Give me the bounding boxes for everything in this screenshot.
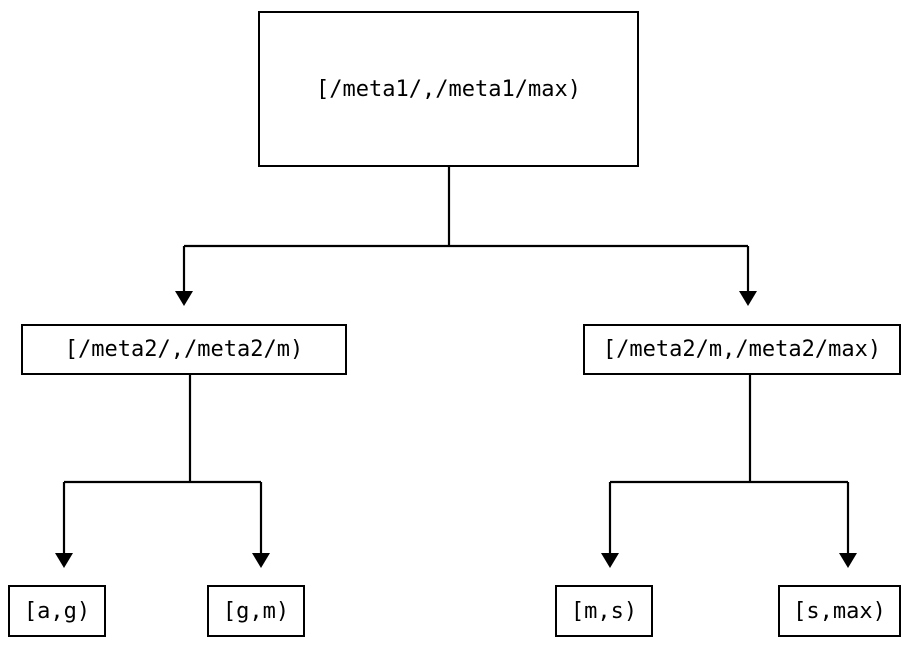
node-leaf-s-max[interactable]: [s,max) [778,585,901,637]
node-mid-left[interactable]: [/meta2/,/meta2/m) [21,324,347,375]
node-leaf-a-g-label: [a,g) [23,598,91,624]
arrow-head-leaf-3 [601,553,619,568]
node-leaf-m-s[interactable]: [m,s) [555,585,653,637]
node-leaf-g-m[interactable]: [g,m) [207,585,305,637]
node-mid-right[interactable]: [/meta2/m,/meta2/max) [583,324,901,375]
arrow-head-leaf-4 [839,553,857,568]
arrow-head-mid-right [739,291,757,306]
node-mid-right-label: [/meta2/m,/meta2/max) [602,337,882,362]
node-mid-left-label: [/meta2/,/meta2/m) [64,337,304,362]
node-root[interactable]: [/meta1/,/meta1/max) [258,11,639,167]
node-leaf-g-m-label: [g,m) [222,598,290,624]
node-root-label: [/meta1/,/meta1/max) [316,76,581,102]
node-leaf-m-s-label: [m,s) [570,598,638,624]
node-leaf-a-g[interactable]: [a,g) [8,585,106,637]
arrow-head-leaf-2 [252,553,270,568]
arrow-head-leaf-1 [55,553,73,568]
node-leaf-s-max-label: [s,max) [793,598,886,624]
arrow-head-mid-left [175,291,193,306]
